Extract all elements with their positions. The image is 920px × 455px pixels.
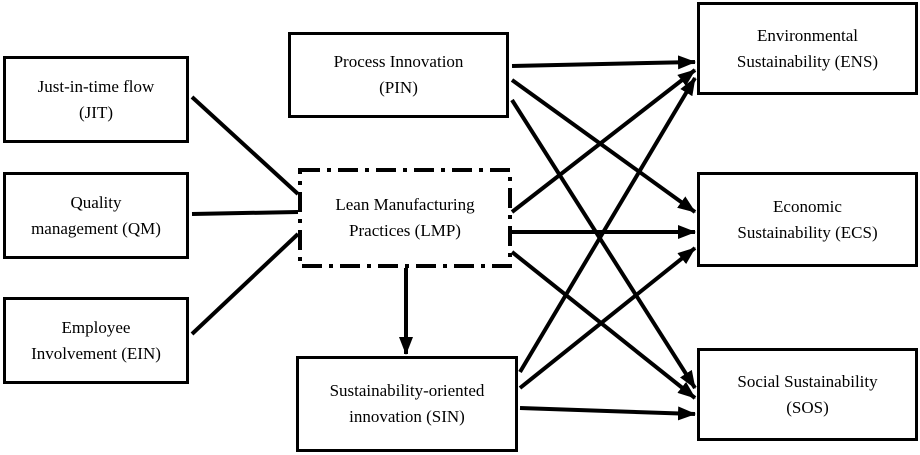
node-ein: Employee Involvement (EIN) xyxy=(3,297,189,384)
node-jit-line2: (JIT) xyxy=(79,102,113,122)
edge-sin-to-ens xyxy=(518,76,697,374)
edge-layer xyxy=(190,55,697,421)
node-sos-line1: Social Sustainability xyxy=(737,371,878,391)
node-sin-line2: innovation (SIN) xyxy=(349,407,465,426)
node-jit: Just-in-time flow (JIT) xyxy=(3,56,189,143)
node-qm-line2: management (QM) xyxy=(31,218,161,238)
node-ecs: Economic Sustainability (ECS) xyxy=(697,172,918,267)
edge-pin-to-ens xyxy=(511,55,696,70)
node-lmp-line2: Practices (LMP) xyxy=(349,221,461,240)
node-sos: Social Sustainability (SOS) xyxy=(697,348,918,441)
node-ein-line1: Employee xyxy=(61,317,131,337)
node-ein-line2: Involvement (EIN) xyxy=(31,343,161,363)
node-pin-line2: (PIN) xyxy=(379,78,418,97)
node-ecs-line2: Sustainability (ECS) xyxy=(737,222,878,242)
node-qm-line1: Quality xyxy=(70,192,122,212)
node-ens-line2: Sustainability (ENS) xyxy=(736,51,879,71)
node-lmp: Lean Manufacturing Practices (LMP) xyxy=(302,172,508,264)
node-lmp-line1: Lean Manufacturing xyxy=(335,195,475,214)
edge-jit-to-lmp xyxy=(190,95,300,196)
node-jit-line1: Just-in-time flow xyxy=(37,76,155,96)
node-sin-line1: Sustainability-oriented xyxy=(329,381,485,400)
node-ens: Environmental Sustainability (ENS) xyxy=(697,2,918,95)
node-qm: Quality management (QM) xyxy=(3,172,189,259)
node-pin-line1: Process Innovation xyxy=(333,52,464,71)
edge-lmp-to-ens xyxy=(510,68,697,214)
edge-sin-to-ecs xyxy=(518,246,697,390)
edge-qm-to-lmp xyxy=(191,210,299,216)
node-pin: Process Innovation (PIN) xyxy=(288,32,509,118)
node-ens-line1: Environmental xyxy=(756,25,859,45)
edge-pin-to-ecs xyxy=(510,78,697,214)
edge-pin-to-sos xyxy=(510,98,697,390)
node-sos-line2: (SOS) xyxy=(786,397,829,417)
edge-sin-to-sos xyxy=(519,406,696,421)
node-ecs-line1: Economic xyxy=(773,196,842,216)
edge-lmp-to-sos xyxy=(510,250,697,400)
edge-ein-to-lmp xyxy=(190,232,300,336)
node-sin: Sustainability-oriented innovation (SIN) xyxy=(296,356,518,452)
